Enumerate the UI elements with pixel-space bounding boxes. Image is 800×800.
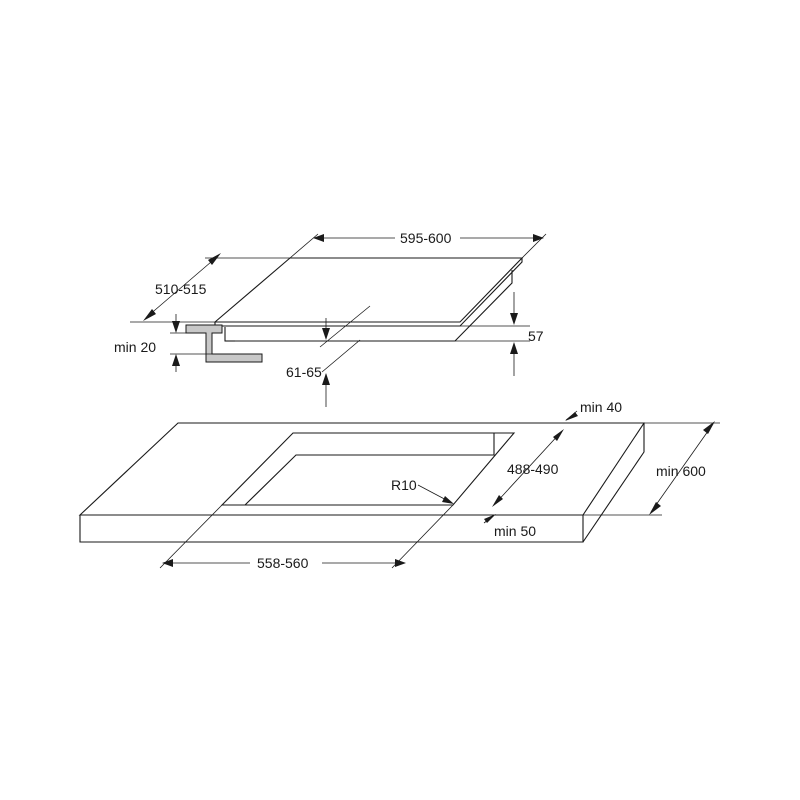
hob-glass-edge — [214, 258, 523, 327]
dimension-hob-height: 57 — [455, 292, 544, 376]
dimension-cutout-width: 558-560 — [159, 504, 454, 571]
dimension-back-margin: min 40 — [565, 399, 622, 421]
worktop-cutout — [220, 432, 516, 506]
hob-body — [224, 270, 513, 342]
worktop-drawing — [78, 422, 646, 543]
hob-drawing — [213, 257, 524, 342]
cutout-width-label: 558-560 — [257, 555, 309, 571]
offset-label: 61-65 — [286, 364, 322, 380]
worktop-depth-label: min 600 — [656, 463, 706, 479]
cutout-depth-label: 488-490 — [507, 461, 559, 477]
hob-glass-top — [213, 257, 524, 323]
dimension-worktop-depth: min 600 — [583, 421, 720, 516]
dimension-hob-width: 595-600 — [289, 230, 547, 259]
mounting-bracket — [185, 324, 263, 363]
back-margin-label: min 40 — [580, 399, 622, 415]
cutout-inner-wall — [244, 433, 495, 506]
front-margin-label: min 50 — [494, 523, 536, 539]
clearance-label: min 20 — [114, 339, 156, 355]
dimension-clearance: min 20 — [114, 314, 212, 372]
worktop-side — [582, 423, 645, 543]
dimension-corner-radius: R10 — [391, 477, 454, 504]
dimension-cutout-depth: 488-490 — [492, 429, 564, 507]
worktop-front — [79, 515, 584, 543]
corner-radius-label: R10 — [391, 477, 417, 493]
hob-depth-label: 510-515 — [155, 281, 207, 297]
dimension-hob-depth: 510-515 — [130, 253, 290, 323]
dimension-offset: 61-65 — [286, 305, 371, 407]
hob-height-label: 57 — [528, 328, 544, 344]
dimension-front-margin: min 50 — [483, 514, 536, 539]
hob-width-label: 595-600 — [400, 230, 452, 246]
bracket-shape — [185, 324, 263, 363]
